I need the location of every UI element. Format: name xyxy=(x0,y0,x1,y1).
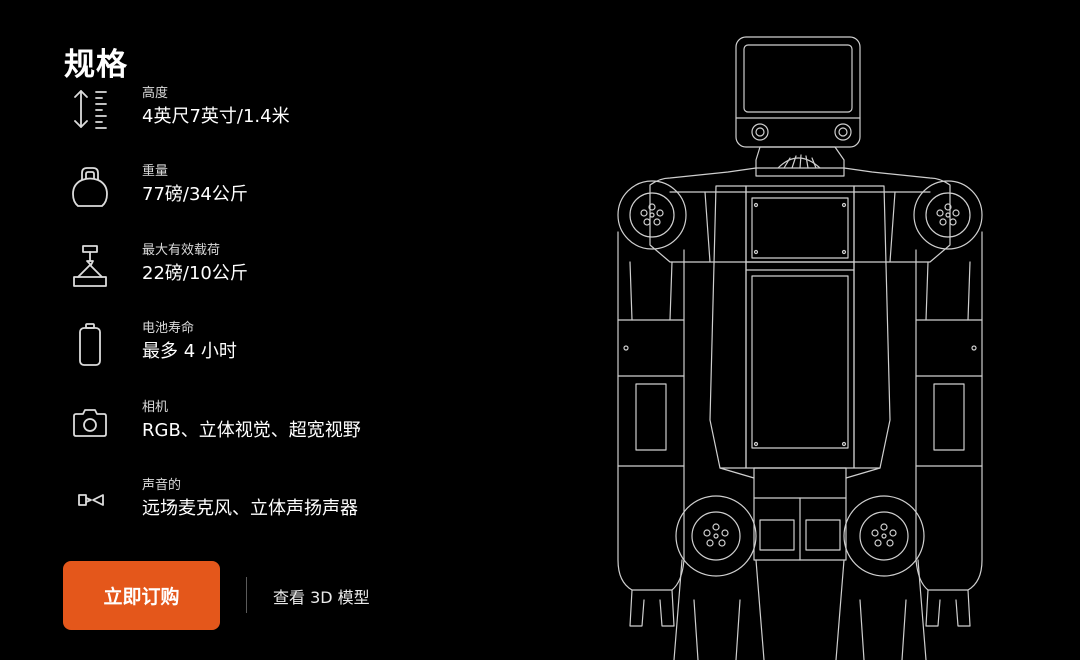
spec-camera: 相机 RGB、立体视觉、超宽视野 xyxy=(66,398,486,450)
height-ruler-icon xyxy=(68,86,112,132)
spec-label: 相机 xyxy=(142,400,169,415)
spec-payload: 最大有效载荷 22磅/10公斤 xyxy=(66,241,486,293)
camera-icon xyxy=(68,400,112,446)
spec-sound: 声音的 远场麦克风、立体声扬声器 xyxy=(66,476,486,528)
cta-divider xyxy=(246,577,247,613)
spec-weight: 重量 77磅/34公斤 xyxy=(66,162,486,214)
kettlebell-icon xyxy=(68,164,112,210)
spec-battery: 电池寿命 最多 4 小时 xyxy=(66,319,486,371)
spec-label: 声音的 xyxy=(142,478,182,493)
spec-label: 重量 xyxy=(142,164,169,179)
crane-hook-icon xyxy=(68,243,112,289)
microphone-speaker-icon xyxy=(68,478,112,524)
spec-value: 远场麦克风、立体声扬声器 xyxy=(142,498,358,519)
spec-label: 电池寿命 xyxy=(142,321,195,336)
buy-now-button[interactable]: 立即订购 xyxy=(63,561,220,630)
spec-value: RGB、立体视觉、超宽视野 xyxy=(142,420,361,441)
spec-value: 77磅/34公斤 xyxy=(142,184,248,205)
view-3d-model-link[interactable]: 查看 3D 模型 xyxy=(273,588,370,607)
spec-height: 高度 4英尺7英寸/1.4米 xyxy=(66,84,486,136)
spec-label: 最大有效载荷 xyxy=(142,243,221,258)
spec-label: 高度 xyxy=(142,86,169,101)
cta-row: 立即订购 查看 3D 模型 xyxy=(63,561,483,631)
spec-value: 22磅/10公斤 xyxy=(142,263,248,284)
spec-value: 4英尺7英寸/1.4米 xyxy=(142,106,290,127)
battery-icon xyxy=(68,321,112,367)
spec-value: 最多 4 小时 xyxy=(142,341,237,362)
robot-wireframe-illustration xyxy=(570,0,1030,660)
specs-title: 规格 xyxy=(64,46,128,83)
